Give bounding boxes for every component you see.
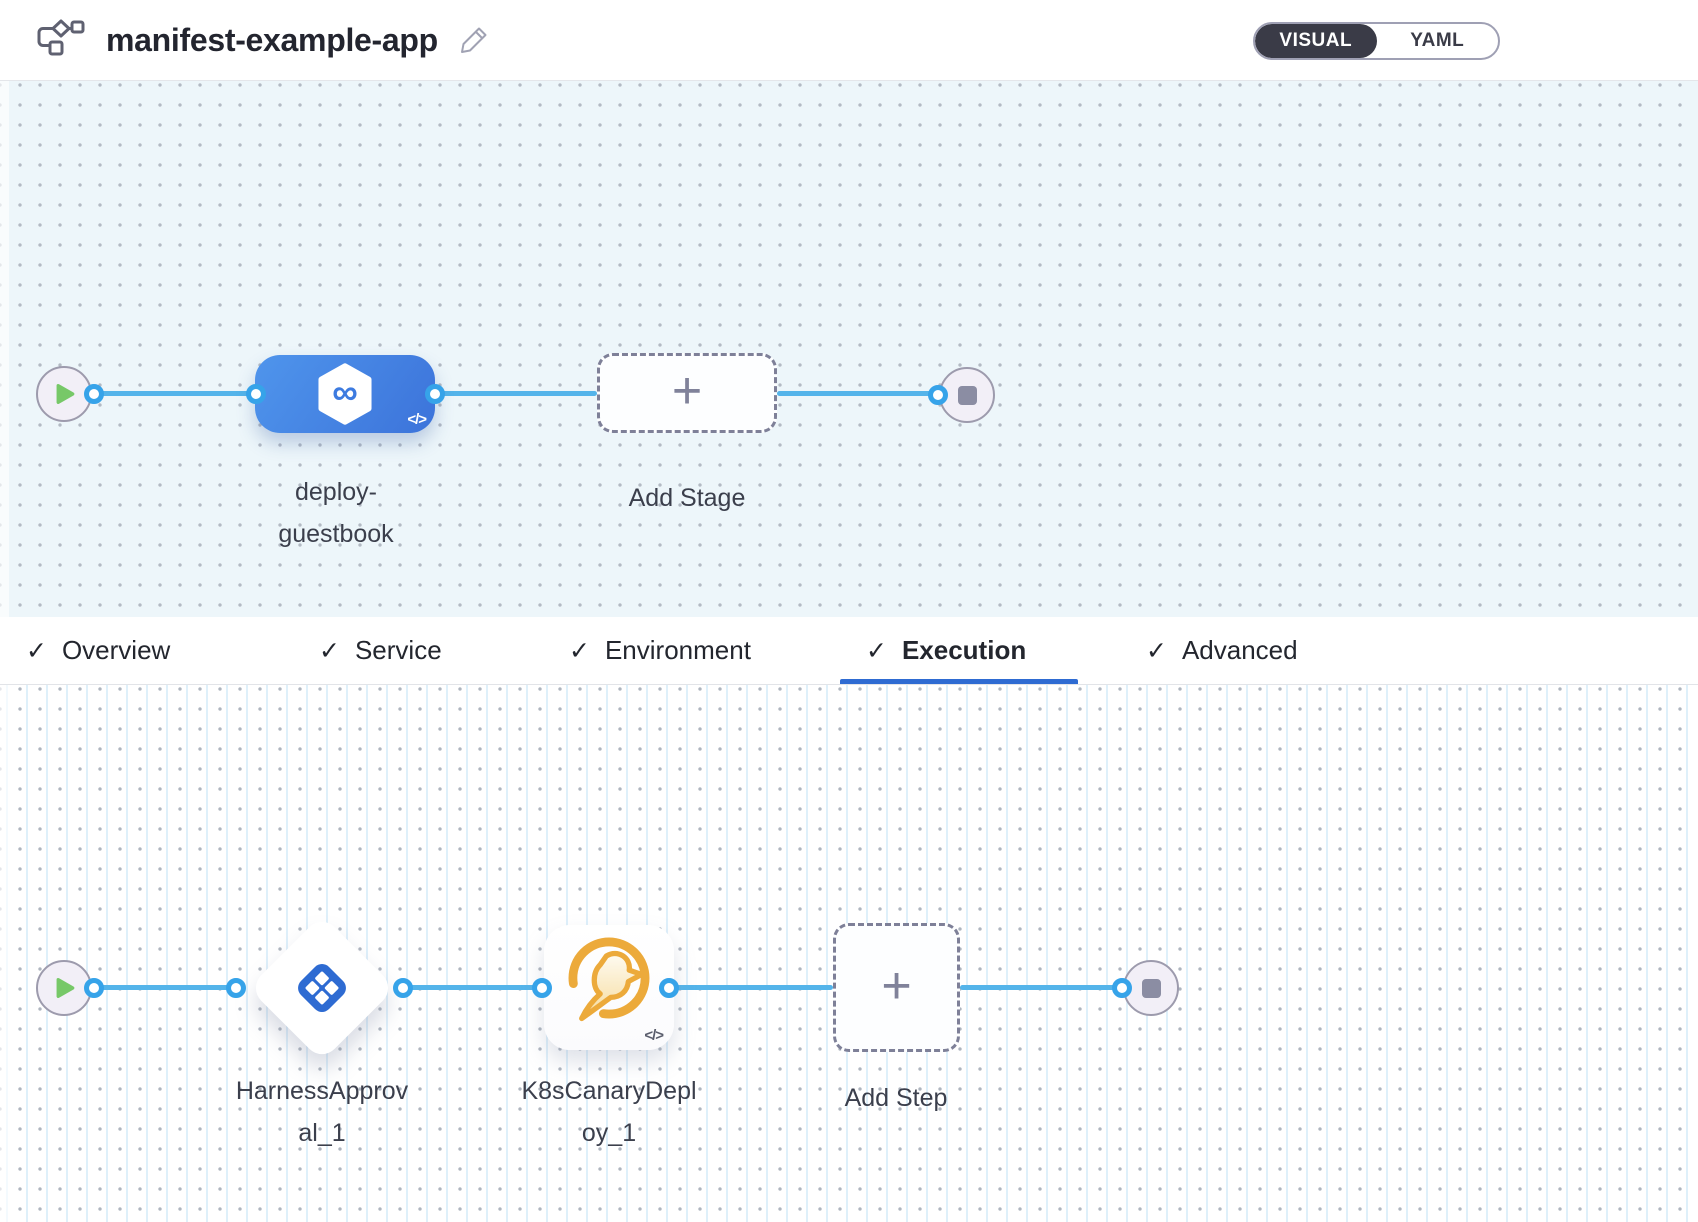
connector-line — [403, 985, 542, 990]
header: manifest-example-app VISUAL YAML — [0, 0, 1698, 81]
check-icon: ✓ — [319, 636, 340, 665]
plus-icon: + — [881, 956, 912, 1015]
stop-icon — [1141, 978, 1161, 998]
connection-point — [928, 385, 948, 405]
connection-point — [393, 978, 413, 998]
page-title: manifest-example-app — [106, 21, 438, 58]
connector-line — [777, 391, 967, 396]
step-label-k8s-canary: K8sCanaryDepl oy_1 — [521, 1077, 697, 1147]
execution-start-node — [36, 960, 92, 1016]
check-icon: ✓ — [26, 636, 47, 665]
tab-overview[interactable]: ✓ Overview — [26, 635, 171, 665]
tab-advanced[interactable]: ✓ Advanced — [1146, 635, 1298, 665]
play-icon — [56, 978, 75, 998]
edit-title-pencil-icon[interactable] — [458, 24, 490, 56]
step-yaml-badge: </> — [644, 1027, 664, 1044]
toggle-visual-button[interactable]: VISUAL — [1255, 24, 1377, 58]
stop-icon — [957, 385, 977, 405]
add-step-button[interactable]: + — [833, 923, 960, 1052]
stage-node-deploy-guestbook[interactable]: ∞ </> — [255, 355, 435, 433]
tab-environment[interactable]: ✓ Environment — [569, 635, 751, 665]
connector-line — [64, 391, 256, 396]
stage-tabbar: ✓ Overview ✓ Service ✓ Environment ✓ Exe… — [0, 617, 1698, 685]
connection-point — [659, 978, 679, 998]
connector-line — [64, 985, 236, 990]
add-stage-label: Add Stage — [628, 484, 746, 512]
step-node-harness-approval[interactable] — [248, 914, 396, 1062]
connection-point — [246, 384, 266, 404]
check-icon: ✓ — [1146, 636, 1167, 665]
connection-point — [425, 384, 445, 404]
toggle-yaml-button[interactable]: YAML — [1410, 30, 1465, 51]
pipeline-start-node — [36, 366, 92, 422]
stage-yaml-badge: </> — [407, 411, 427, 428]
step-node-k8s-canary-deploy[interactable]: </> — [544, 925, 674, 1050]
connector-line — [960, 985, 1151, 990]
add-step-label: Add Step — [844, 1084, 948, 1112]
view-toggle: VISUAL YAML — [1253, 22, 1500, 60]
tab-service[interactable]: ✓ Service — [319, 635, 442, 665]
canvas-edge-strip — [0, 685, 9, 1222]
check-icon: ✓ — [569, 636, 590, 665]
connection-point — [1112, 978, 1132, 998]
connection-point — [226, 978, 246, 998]
play-icon — [56, 384, 75, 404]
pipeline-icon — [36, 19, 86, 61]
connector-line — [669, 985, 833, 990]
connection-point — [84, 978, 104, 998]
svg-text:∞: ∞ — [332, 372, 358, 412]
stage-label: deploy- guestbook — [278, 478, 394, 548]
connection-point — [84, 384, 104, 404]
active-tab-underline — [840, 679, 1078, 684]
connector-line — [435, 391, 597, 396]
cd-stage-hexagon-icon: ∞ — [318, 363, 372, 425]
add-stage-button[interactable]: + — [597, 353, 777, 433]
check-icon: ✓ — [866, 636, 887, 665]
connection-point — [532, 978, 552, 998]
execution-canvas[interactable]: </> + HarnessApprov al_1 K8sCanaryDepl o… — [0, 685, 1698, 1222]
canary-step-icon — [568, 937, 650, 1022]
step-label-harness-approval: HarnessApprov al_1 — [235, 1077, 409, 1147]
plus-icon: + — [671, 362, 703, 420]
canvas-edge-strip — [0, 81, 9, 617]
stage-canvas[interactable]: ∞ </> + deploy- guestbook Add Stage — [0, 81, 1698, 617]
tab-execution[interactable]: ✓ Execution — [866, 635, 1027, 665]
